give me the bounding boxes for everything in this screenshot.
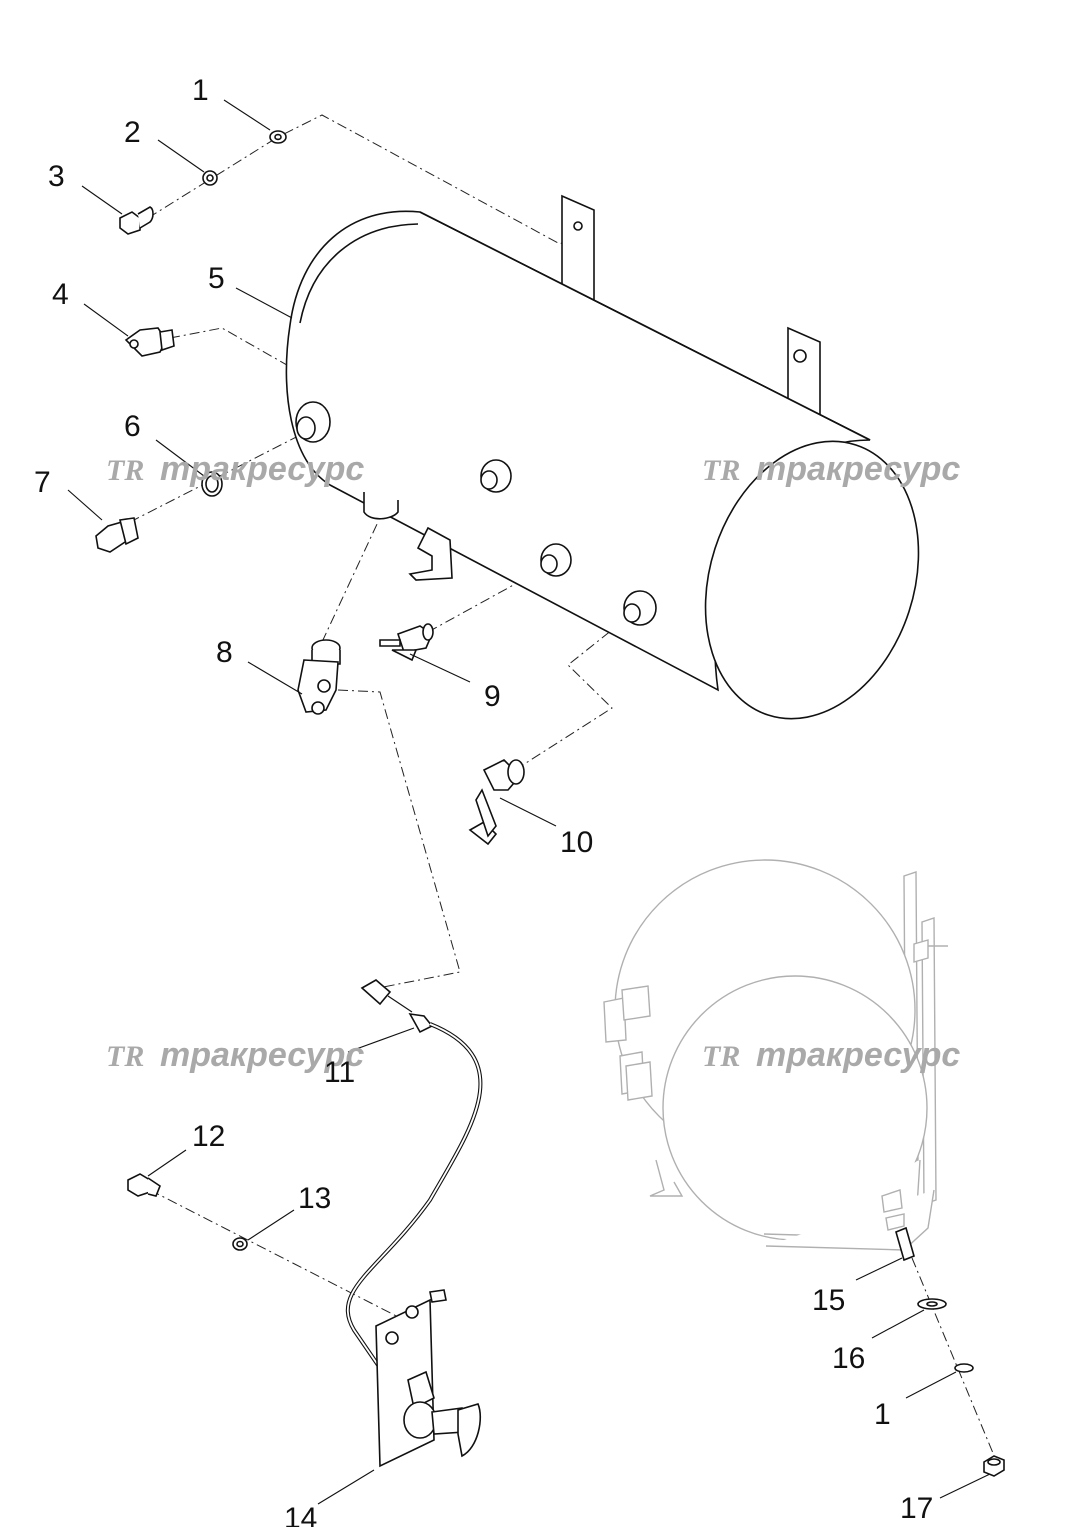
watermark-logo: TR — [106, 454, 144, 487]
tank-port-left — [295, 401, 331, 443]
watermark-text: тракресурс — [756, 1036, 960, 1074]
watermark-bottom-left: TR тракресурс — [106, 1036, 364, 1074]
tank-port-top — [480, 459, 512, 493]
callout-1: 1 — [192, 74, 209, 107]
watermark-text: тракресурс — [160, 450, 364, 488]
tank-bracket-front — [561, 194, 595, 302]
watermark-text: тракресурс — [160, 1036, 364, 1074]
watermark-top-left: TR тракресурс — [106, 450, 364, 488]
watermark-top-right: TR тракресурс — [702, 450, 960, 488]
drain-valve-8 — [297, 639, 341, 715]
leader-lines — [67, 99, 991, 1505]
callout-1b: 1 — [874, 1398, 891, 1431]
tank-end-view-ghost — [603, 859, 948, 1251]
plug-fitting-7 — [95, 517, 139, 553]
washer-16 — [917, 1298, 947, 1310]
callout-17: 17 — [900, 1492, 933, 1525]
washer-13 — [232, 1237, 248, 1251]
spring-washer-2 — [202, 170, 218, 186]
callout-15: 15 — [812, 1284, 845, 1317]
cable-11 — [346, 979, 483, 1370]
tank-hook — [408, 526, 453, 581]
callout-7: 7 — [34, 466, 51, 499]
callout-14: 14 — [284, 1502, 317, 1527]
callout-3: 3 — [48, 160, 65, 193]
bolt-3 — [119, 206, 154, 235]
watermark-logo: TR — [702, 1040, 740, 1073]
callout-5: 5 — [208, 262, 225, 295]
control-handle-14 — [375, 1289, 482, 1468]
callout-2: 2 — [124, 116, 141, 149]
washer-1 — [269, 130, 287, 144]
drain-tap-9 — [379, 623, 434, 662]
callout-16: 16 — [832, 1342, 865, 1375]
nut-17 — [983, 1455, 1005, 1477]
callouts: 1 2 3 4 5 6 7 8 9 10 11 12 13 14 15 16 1… — [34, 74, 933, 1527]
callout-9: 9 — [484, 680, 501, 713]
watermark-text: тракресурс — [756, 450, 960, 488]
callout-4: 4 — [52, 278, 69, 311]
tank-port-middle — [540, 543, 572, 577]
callout-12: 12 — [192, 1120, 225, 1153]
stud-15 — [895, 1226, 915, 1262]
callout-8: 8 — [216, 636, 233, 669]
tank-port-rear — [623, 590, 657, 626]
callout-6: 6 — [124, 410, 141, 443]
drain-boss — [363, 492, 399, 520]
air-tank — [285, 194, 920, 720]
callout-10: 10 — [560, 826, 593, 859]
watermark-logo: TR — [106, 1040, 144, 1073]
o-ring-6 — [201, 471, 223, 497]
spring-washer-1b — [954, 1363, 974, 1373]
callout-13: 13 — [298, 1182, 331, 1215]
watermark-bottom-right: TR тракресурс — [702, 1036, 960, 1074]
bolt-12 — [127, 1173, 161, 1197]
valve-10 — [468, 759, 525, 846]
pressure-sensor-4 — [124, 327, 175, 357]
callout-11: 11 — [324, 1056, 355, 1089]
watermark-logo: TR — [702, 454, 740, 487]
